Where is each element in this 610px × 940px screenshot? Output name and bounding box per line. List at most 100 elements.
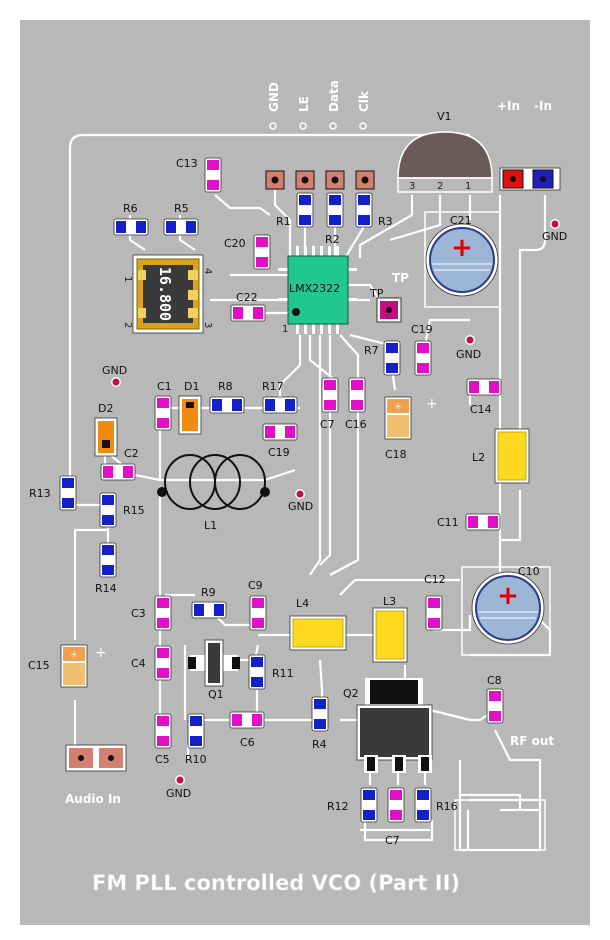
l3-inductor[interactable]: [372, 607, 408, 663]
c21-label: C21: [450, 214, 472, 227]
c1-capacitor[interactable]: [154, 395, 172, 431]
r7-resistor[interactable]: [383, 340, 401, 376]
gnd-testpoint-5[interactable]: [175, 775, 185, 785]
c2-label: C2: [124, 447, 139, 460]
c14-capacitor[interactable]: [466, 378, 502, 396]
r13-resistor[interactable]: [59, 475, 77, 511]
c15-plus: +: [95, 645, 107, 661]
c7b-capacitor[interactable]: [387, 787, 405, 823]
c18-plus: +: [426, 396, 438, 412]
c21-electrolytic[interactable]: [424, 211, 501, 308]
r8-resistor[interactable]: [209, 396, 245, 414]
d1-diode[interactable]: [178, 395, 202, 435]
r2-resistor[interactable]: [326, 192, 344, 228]
c11-capacitor[interactable]: [465, 513, 501, 531]
audio-in-label: Audio In: [65, 792, 121, 806]
l2-inductor[interactable]: [494, 428, 530, 484]
c20-capacitor[interactable]: [253, 234, 271, 270]
r4-resistor[interactable]: [311, 696, 329, 732]
c4-capacitor[interactable]: [154, 645, 172, 681]
gnd-testpoint-4[interactable]: [295, 489, 305, 499]
r10-label: R10: [185, 753, 207, 766]
v1-pin1-label: 1: [465, 181, 471, 192]
r14-label: R14: [95, 582, 117, 595]
c11-label: C11: [437, 516, 459, 529]
r9-resistor[interactable]: [191, 601, 227, 619]
r9-label: R9: [201, 586, 216, 599]
q2-transistor[interactable]: [356, 678, 433, 773]
r11-label: R11: [272, 667, 294, 680]
r15-resistor[interactable]: [99, 492, 117, 528]
crystal-frequency-label: 16.800: [156, 267, 174, 321]
r15-label: R15: [123, 504, 145, 517]
r16-resistor[interactable]: [414, 787, 432, 823]
r11-resistor[interactable]: [248, 654, 266, 690]
r1-resistor[interactable]: [296, 192, 314, 228]
c16-label: C16: [345, 418, 367, 431]
gnd-testpoint-3[interactable]: [111, 377, 121, 387]
power-input-connector[interactable]: [499, 167, 561, 191]
crystal-oscillator[interactable]: [132, 254, 204, 334]
rf-out-label: RF out: [510, 734, 554, 748]
c12-capacitor[interactable]: [425, 595, 443, 631]
c18-label: C18: [385, 448, 407, 461]
c9-capacitor[interactable]: [249, 595, 267, 631]
l4-label: L4: [296, 597, 309, 610]
q1-transistor[interactable]: [188, 639, 240, 687]
lmx2322-ic[interactable]: [278, 246, 357, 334]
gnd-testpoint-2[interactable]: [465, 335, 475, 345]
r14-resistor[interactable]: [99, 542, 117, 578]
r1-label: R1: [276, 215, 291, 228]
c7a-capacitor[interactable]: [321, 377, 339, 413]
c15-label: C15: [28, 659, 50, 672]
c10-electrolytic[interactable]: [461, 566, 551, 656]
c19a-label: C19: [411, 323, 433, 336]
c8-capacitor[interactable]: [486, 688, 504, 724]
d2-diode[interactable]: [94, 417, 118, 457]
c16-capacitor[interactable]: [348, 377, 366, 413]
c22-label: C22: [236, 291, 258, 304]
d1-label: D1: [184, 380, 199, 393]
r6-resistor[interactable]: [113, 218, 149, 236]
c19b-capacitor[interactable]: [262, 423, 298, 441]
c19a-capacitor[interactable]: [414, 340, 432, 376]
r5-resistor[interactable]: [163, 218, 199, 236]
gnd-label-5: GND: [166, 787, 191, 800]
gnd-testpoint-1[interactable]: [550, 219, 560, 229]
r12-resistor[interactable]: [360, 787, 378, 823]
c9-label: C9: [248, 579, 263, 592]
c15-tantalum[interactable]: [60, 644, 88, 688]
gnd-label-2: GND: [456, 348, 481, 361]
r10-resistor[interactable]: [187, 713, 205, 749]
c18-tantalum[interactable]: [384, 396, 412, 440]
l4-inductor[interactable]: [289, 615, 347, 651]
c10-label: C10: [518, 565, 540, 578]
c6-label: C6: [240, 736, 255, 749]
r17-resistor[interactable]: [262, 396, 298, 414]
rf-output-pads[interactable]: [454, 799, 546, 851]
c22-capacitor[interactable]: [230, 304, 266, 322]
l1-air-coil[interactable]: [157, 454, 270, 510]
lmx2322-label: LMX2322: [289, 282, 340, 295]
ic-pin1-label: 1: [282, 324, 288, 335]
c1-label: C1: [157, 380, 172, 393]
q2-label: Q2: [343, 687, 359, 700]
r2-label: R2: [325, 233, 340, 246]
r17-label: R17: [262, 380, 284, 393]
r3-resistor[interactable]: [355, 192, 373, 228]
c2-capacitor[interactable]: [100, 463, 136, 481]
q1-label: Q1: [208, 688, 224, 701]
r5-label: R5: [174, 202, 189, 215]
c3-capacitor[interactable]: [154, 595, 172, 631]
c8-label: C8: [487, 674, 502, 687]
tp-testpoint[interactable]: [376, 297, 402, 323]
c13-label: C13: [176, 157, 198, 170]
v1-regulator[interactable]: [397, 131, 493, 193]
crystal-pin1-label: 1: [122, 276, 133, 282]
audio-in-connector[interactable]: [65, 744, 127, 772]
c6-capacitor[interactable]: [229, 711, 265, 729]
c13-capacitor[interactable]: [204, 157, 222, 193]
c5-capacitor[interactable]: [154, 713, 172, 749]
crystal-pin4-label: 4: [202, 268, 213, 274]
d2-label: D2: [98, 402, 113, 415]
